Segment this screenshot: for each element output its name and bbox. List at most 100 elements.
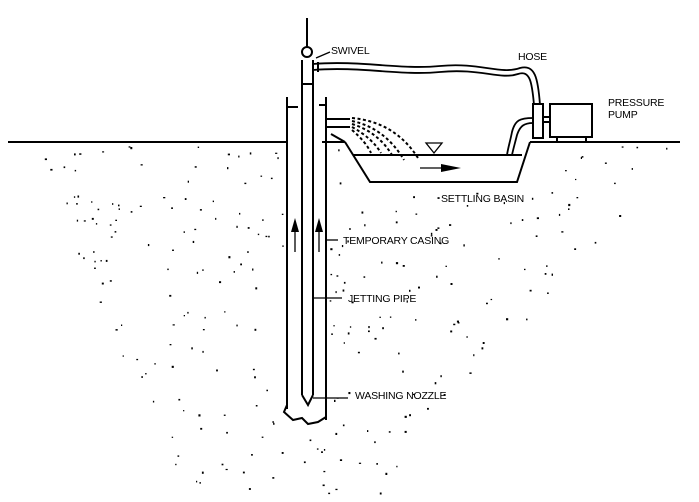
soil-dot (93, 251, 95, 253)
soil-dot (118, 208, 120, 210)
soil-dot (94, 267, 96, 269)
soil-dot (546, 265, 548, 267)
soil-dot (114, 231, 117, 233)
soil-dot (568, 208, 570, 210)
soil-dot (281, 213, 284, 215)
soil-dot (396, 465, 398, 468)
soil-dot (130, 211, 133, 213)
soil-dot (576, 197, 579, 199)
soil-dot (404, 430, 407, 433)
soil-dot (272, 477, 275, 479)
soil-dot (216, 369, 218, 372)
soil-dot (260, 175, 263, 177)
soil-dot (136, 358, 139, 361)
soil-dot (74, 153, 76, 156)
soil-dot (255, 287, 258, 290)
soil-dot (244, 182, 247, 185)
soil-dot (395, 221, 398, 224)
soil-dot (379, 492, 382, 495)
soil-dot (145, 373, 147, 375)
soil-dot (273, 422, 275, 425)
soil-dot (413, 393, 415, 396)
soil-dot (364, 224, 366, 227)
soil-dot (242, 471, 245, 474)
soil-dot (240, 263, 242, 266)
soil-dot (91, 217, 94, 220)
soil-dot (236, 225, 238, 228)
soil-dot (227, 153, 230, 156)
soil-dot (254, 376, 256, 379)
soil-dot (385, 472, 388, 475)
soil-dot (198, 414, 201, 417)
soil-dot (434, 382, 437, 385)
soil-dot (330, 248, 333, 251)
label-settling-basin: SETTLING BASIN (441, 193, 524, 205)
soil-dot (481, 347, 484, 350)
soil-dot (83, 220, 86, 222)
soil-dot (406, 300, 408, 303)
soil-dot (187, 311, 189, 314)
soil-dot (450, 330, 453, 333)
washing-nozzle-tip (282, 404, 327, 426)
soil-dot (526, 318, 528, 321)
soil-dot (388, 431, 391, 433)
soil-dot (199, 482, 201, 484)
soil-dot (76, 219, 79, 222)
arrow-up-icon (291, 218, 299, 232)
soil-dot (121, 324, 123, 326)
label-swivel: SWIVEL (331, 45, 370, 57)
soil-dot (270, 177, 273, 180)
soil-dot (99, 301, 102, 303)
soil-dot (171, 365, 174, 368)
soil-dot (202, 329, 205, 331)
water-spray (351, 117, 419, 161)
soil-dot (351, 301, 354, 304)
soil-dot (621, 146, 624, 148)
soil-dot (175, 463, 177, 466)
soil-dot (228, 256, 231, 259)
soil-dot (521, 219, 524, 221)
soil-dot (122, 355, 124, 357)
soil-dot (466, 336, 468, 338)
soil-dot (631, 168, 633, 170)
soil-dot (322, 484, 325, 487)
soil-dot (445, 265, 447, 267)
soil-dot (169, 344, 172, 346)
soil-dot (78, 252, 80, 255)
soil-dot (398, 352, 400, 355)
soil-dot (342, 424, 345, 427)
soil-dot (437, 227, 440, 229)
soil-dot (376, 463, 378, 465)
soil-dot (169, 294, 172, 297)
soil-dot (614, 182, 616, 185)
label-washing-nozzle: WASHING NOZZLE (355, 390, 447, 402)
soil-dot (535, 235, 538, 237)
soil-dot (323, 449, 326, 451)
soil-dot (204, 316, 206, 319)
soil-dot (101, 282, 104, 285)
soil-dot (544, 273, 547, 275)
soil-dot (187, 180, 189, 183)
soil-dot (130, 147, 133, 150)
soil-dot (486, 302, 488, 305)
soil-dot (118, 204, 120, 207)
soil-dot (247, 227, 250, 229)
soil-dot (436, 275, 438, 278)
water-level-icon (424, 142, 444, 155)
soil-dot (473, 354, 475, 357)
soil-dot (303, 461, 306, 464)
soil-dot (547, 292, 549, 294)
soil-dot (348, 392, 351, 395)
soil-dot (335, 432, 338, 435)
soil-dot (183, 315, 185, 317)
soil-dot (379, 316, 381, 318)
soil-dot (152, 400, 155, 403)
soil-dot (338, 254, 341, 256)
soil-dot (437, 197, 440, 199)
label-hose: HOSE (518, 51, 547, 63)
soil-dot (449, 224, 452, 226)
soil-dot (395, 262, 399, 265)
soil-dot (580, 156, 582, 159)
flow-arrow-icon (441, 164, 461, 172)
soil-dot (183, 410, 185, 412)
